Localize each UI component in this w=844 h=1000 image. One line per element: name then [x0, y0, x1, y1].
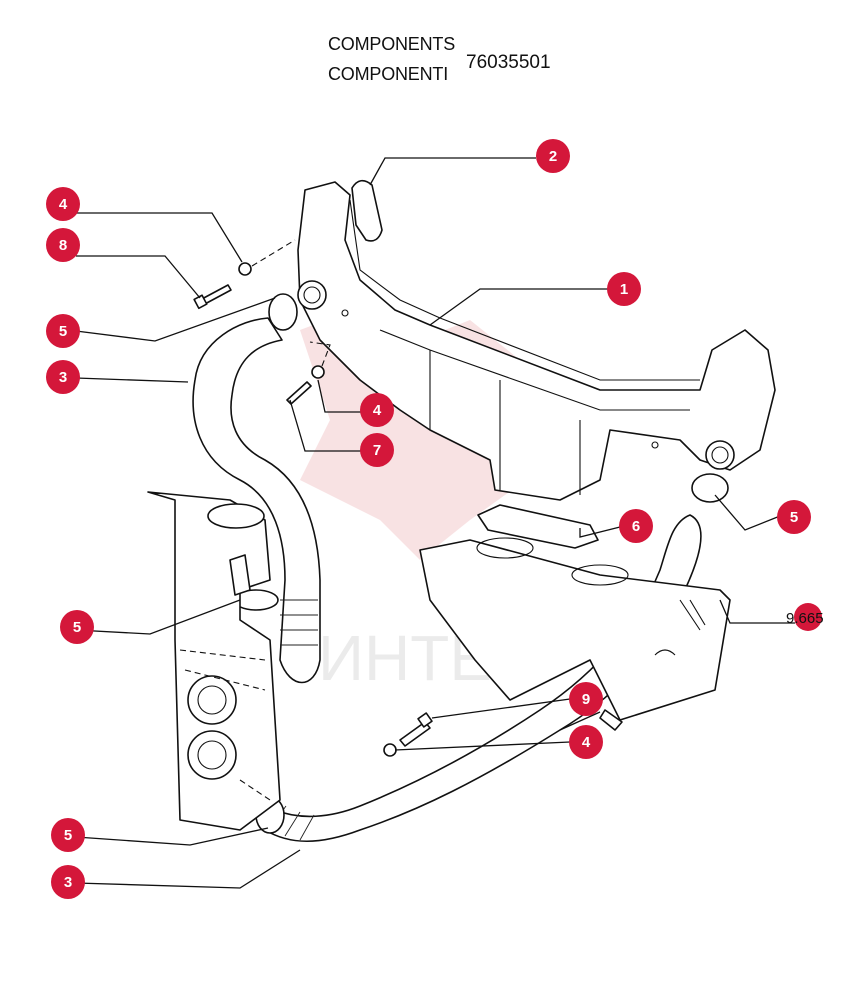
gasket-6 — [477, 504, 599, 549]
fastener-nut-upper — [238, 239, 296, 276]
callout-5-right[interactable]: 5 — [777, 500, 811, 534]
callout-5-upper-label: 5 — [59, 323, 67, 340]
leader-lines — [75, 157, 795, 889]
fastener-bolt-middle — [286, 341, 331, 405]
hose-upper — [192, 317, 321, 684]
clamp-upper — [268, 293, 298, 331]
callout-3-lower[interactable]: 3 — [51, 865, 85, 899]
side-label-group: 9.665 — [786, 603, 824, 631]
callout-2-label: 2 — [549, 148, 557, 165]
title-components-it: COMPONENTI — [328, 64, 449, 84]
callout-6[interactable]: 6 — [619, 509, 653, 543]
callout-4-upper[interactable]: 4 — [46, 187, 80, 221]
fastener-bolt-upper — [193, 284, 232, 310]
callout-7[interactable]: 7 — [360, 433, 394, 467]
callout-3-lower-label: 3 — [64, 874, 72, 891]
callout-4-upper-label: 4 — [59, 196, 68, 213]
callout-4-lower-label: 4 — [582, 734, 591, 751]
callout-5-middle[interactable]: 5 — [60, 610, 94, 644]
callout-3-upper-label: 3 — [59, 369, 67, 386]
callout-5-lower-label: 5 — [64, 827, 72, 844]
callout-1[interactable]: 1 — [607, 272, 641, 306]
callout-5-right-label: 5 — [790, 509, 798, 526]
callout-5-middle-label: 5 — [73, 619, 81, 636]
callout-6-label: 6 — [632, 518, 640, 535]
clamp-right — [691, 473, 729, 503]
callout-9-label: 9 — [582, 691, 590, 708]
title-components-en: COMPONENTS — [328, 34, 456, 54]
gasket-2 — [351, 179, 383, 242]
callout-3-upper[interactable]: 3 — [46, 360, 80, 394]
callout-2[interactable]: 2 — [536, 139, 570, 173]
side-label: 9.665 — [786, 610, 824, 627]
callout-5-lower[interactable]: 5 — [51, 818, 85, 852]
part-number: 76035501 — [466, 52, 551, 73]
side-label-badge — [794, 603, 822, 631]
callout-7-label: 7 — [373, 442, 381, 459]
callout-8-label: 8 — [59, 237, 67, 254]
callout-5-upper[interactable]: 5 — [46, 314, 80, 348]
callout-8[interactable]: 8 — [46, 228, 80, 262]
callout-4-middle[interactable]: 4 — [360, 393, 394, 427]
callout-9[interactable]: 9 — [569, 682, 603, 716]
callout-1-label: 1 — [620, 281, 628, 298]
callout-4-lower[interactable]: 4 — [569, 725, 603, 759]
tank-left — [147, 491, 281, 831]
fastener-bolt-lower — [383, 709, 623, 757]
housing-right — [419, 537, 731, 721]
callout-4-middle-label: 4 — [373, 402, 382, 419]
